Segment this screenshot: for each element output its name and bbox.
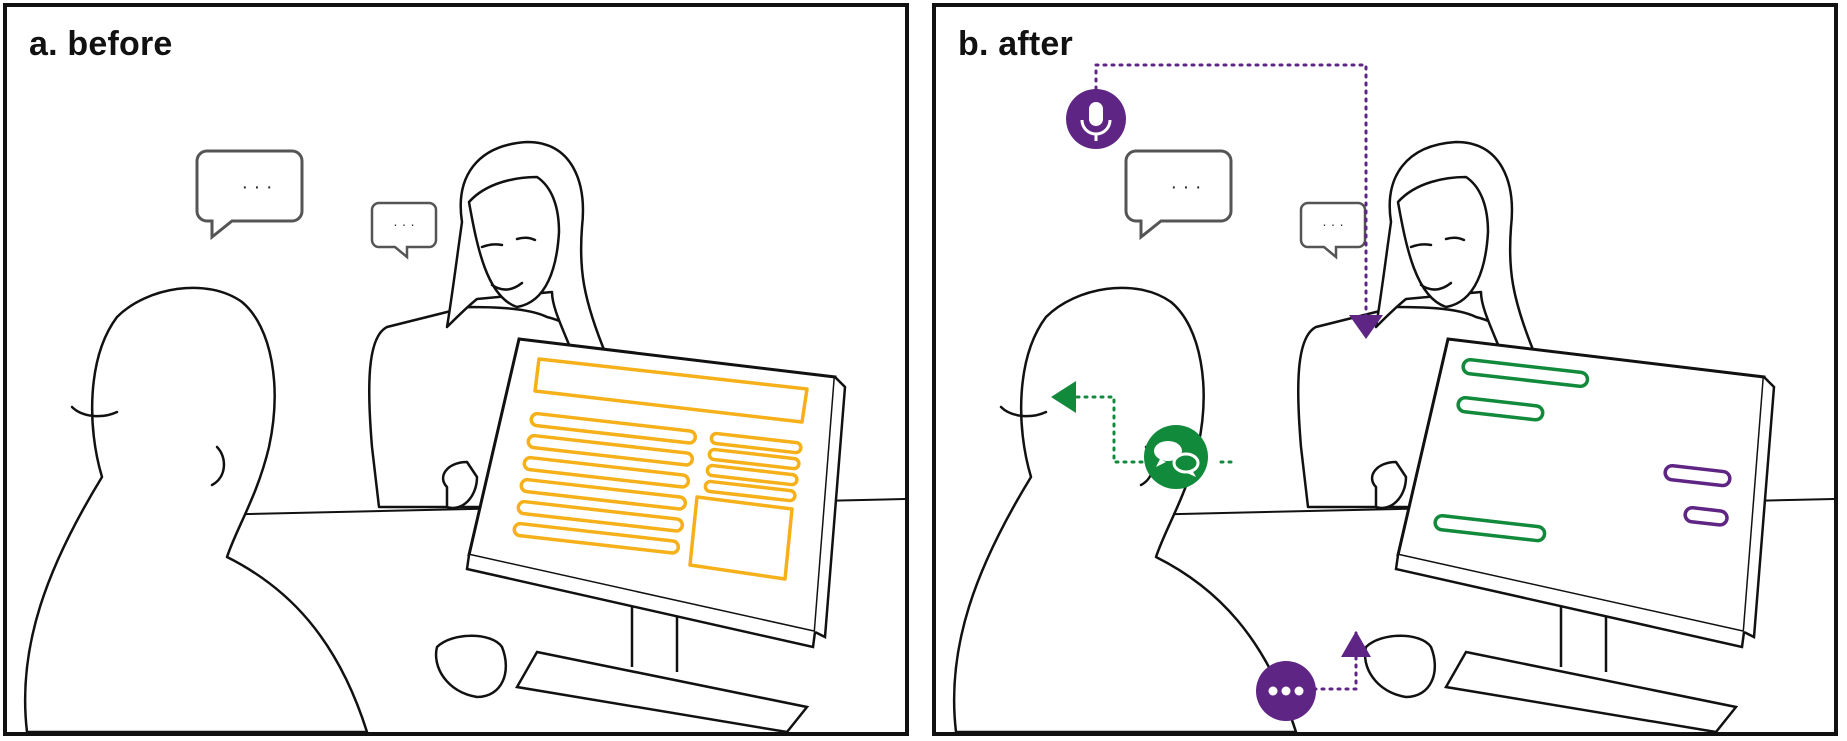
- layout-header-bar: [533, 357, 809, 424]
- speech-bubble-large-text: · · ·: [1170, 176, 1201, 198]
- keyboard: [1444, 650, 1739, 732]
- panel-title-after: b. after: [958, 25, 1073, 63]
- layout-image-box: [688, 495, 794, 581]
- speech-bubble-large-text: · · ·: [241, 176, 272, 198]
- layout-side-line: [709, 431, 803, 455]
- monitor: [465, 337, 847, 649]
- monitor: [1394, 337, 1776, 649]
- layout-line: [526, 433, 695, 467]
- more-dots-icon: [1256, 661, 1316, 721]
- chat-bubbles-icon: [1144, 425, 1208, 489]
- ai-suggestion-line: [1663, 463, 1732, 488]
- man-figure: [23, 286, 508, 732]
- speech-bubble-small: · · ·: [1299, 201, 1367, 260]
- layout-line: [516, 499, 685, 533]
- screen-layout-before: [512, 357, 809, 581]
- panel-title-before: a. before: [29, 25, 173, 63]
- layout-line: [522, 455, 691, 489]
- speech-bubble-large: · · ·: [195, 149, 304, 241]
- layout-line: [519, 477, 688, 511]
- screen-layout-after: [1433, 357, 1732, 543]
- chat-flow-arrowhead: [1051, 381, 1076, 413]
- speech-bubble-small-text: · · ·: [393, 216, 415, 232]
- dots-flow-arrowhead: [1341, 631, 1371, 657]
- microphone-icon: [1066, 89, 1126, 149]
- layout-side-line: [707, 447, 801, 471]
- layout-side-line: [703, 479, 797, 503]
- panel-after: b. after · · · · · ·: [932, 3, 1838, 736]
- transcript-line: [1433, 513, 1547, 543]
- panel-before: a. before · · · · · ·: [3, 3, 909, 736]
- keyboard: [515, 650, 810, 732]
- mic-flow-arrowhead: [1349, 315, 1383, 339]
- transcript-line: [1461, 357, 1590, 389]
- speech-bubble-small-text: · · ·: [1322, 216, 1344, 232]
- illustration-before: · · · · · ·: [23, 140, 905, 732]
- layout-line: [512, 521, 681, 555]
- layout-side-line: [705, 463, 799, 487]
- mic-flow-line: [1094, 63, 1368, 327]
- transcript-line: [1456, 395, 1545, 422]
- man-figure: [952, 286, 1437, 732]
- speech-bubble-large: · · ·: [1124, 149, 1233, 241]
- ai-suggestion-line: [1683, 505, 1729, 527]
- layout-line: [529, 411, 698, 445]
- illustration-after: · · · · · ·: [952, 63, 1834, 732]
- speech-bubble-small: · · ·: [370, 201, 438, 260]
